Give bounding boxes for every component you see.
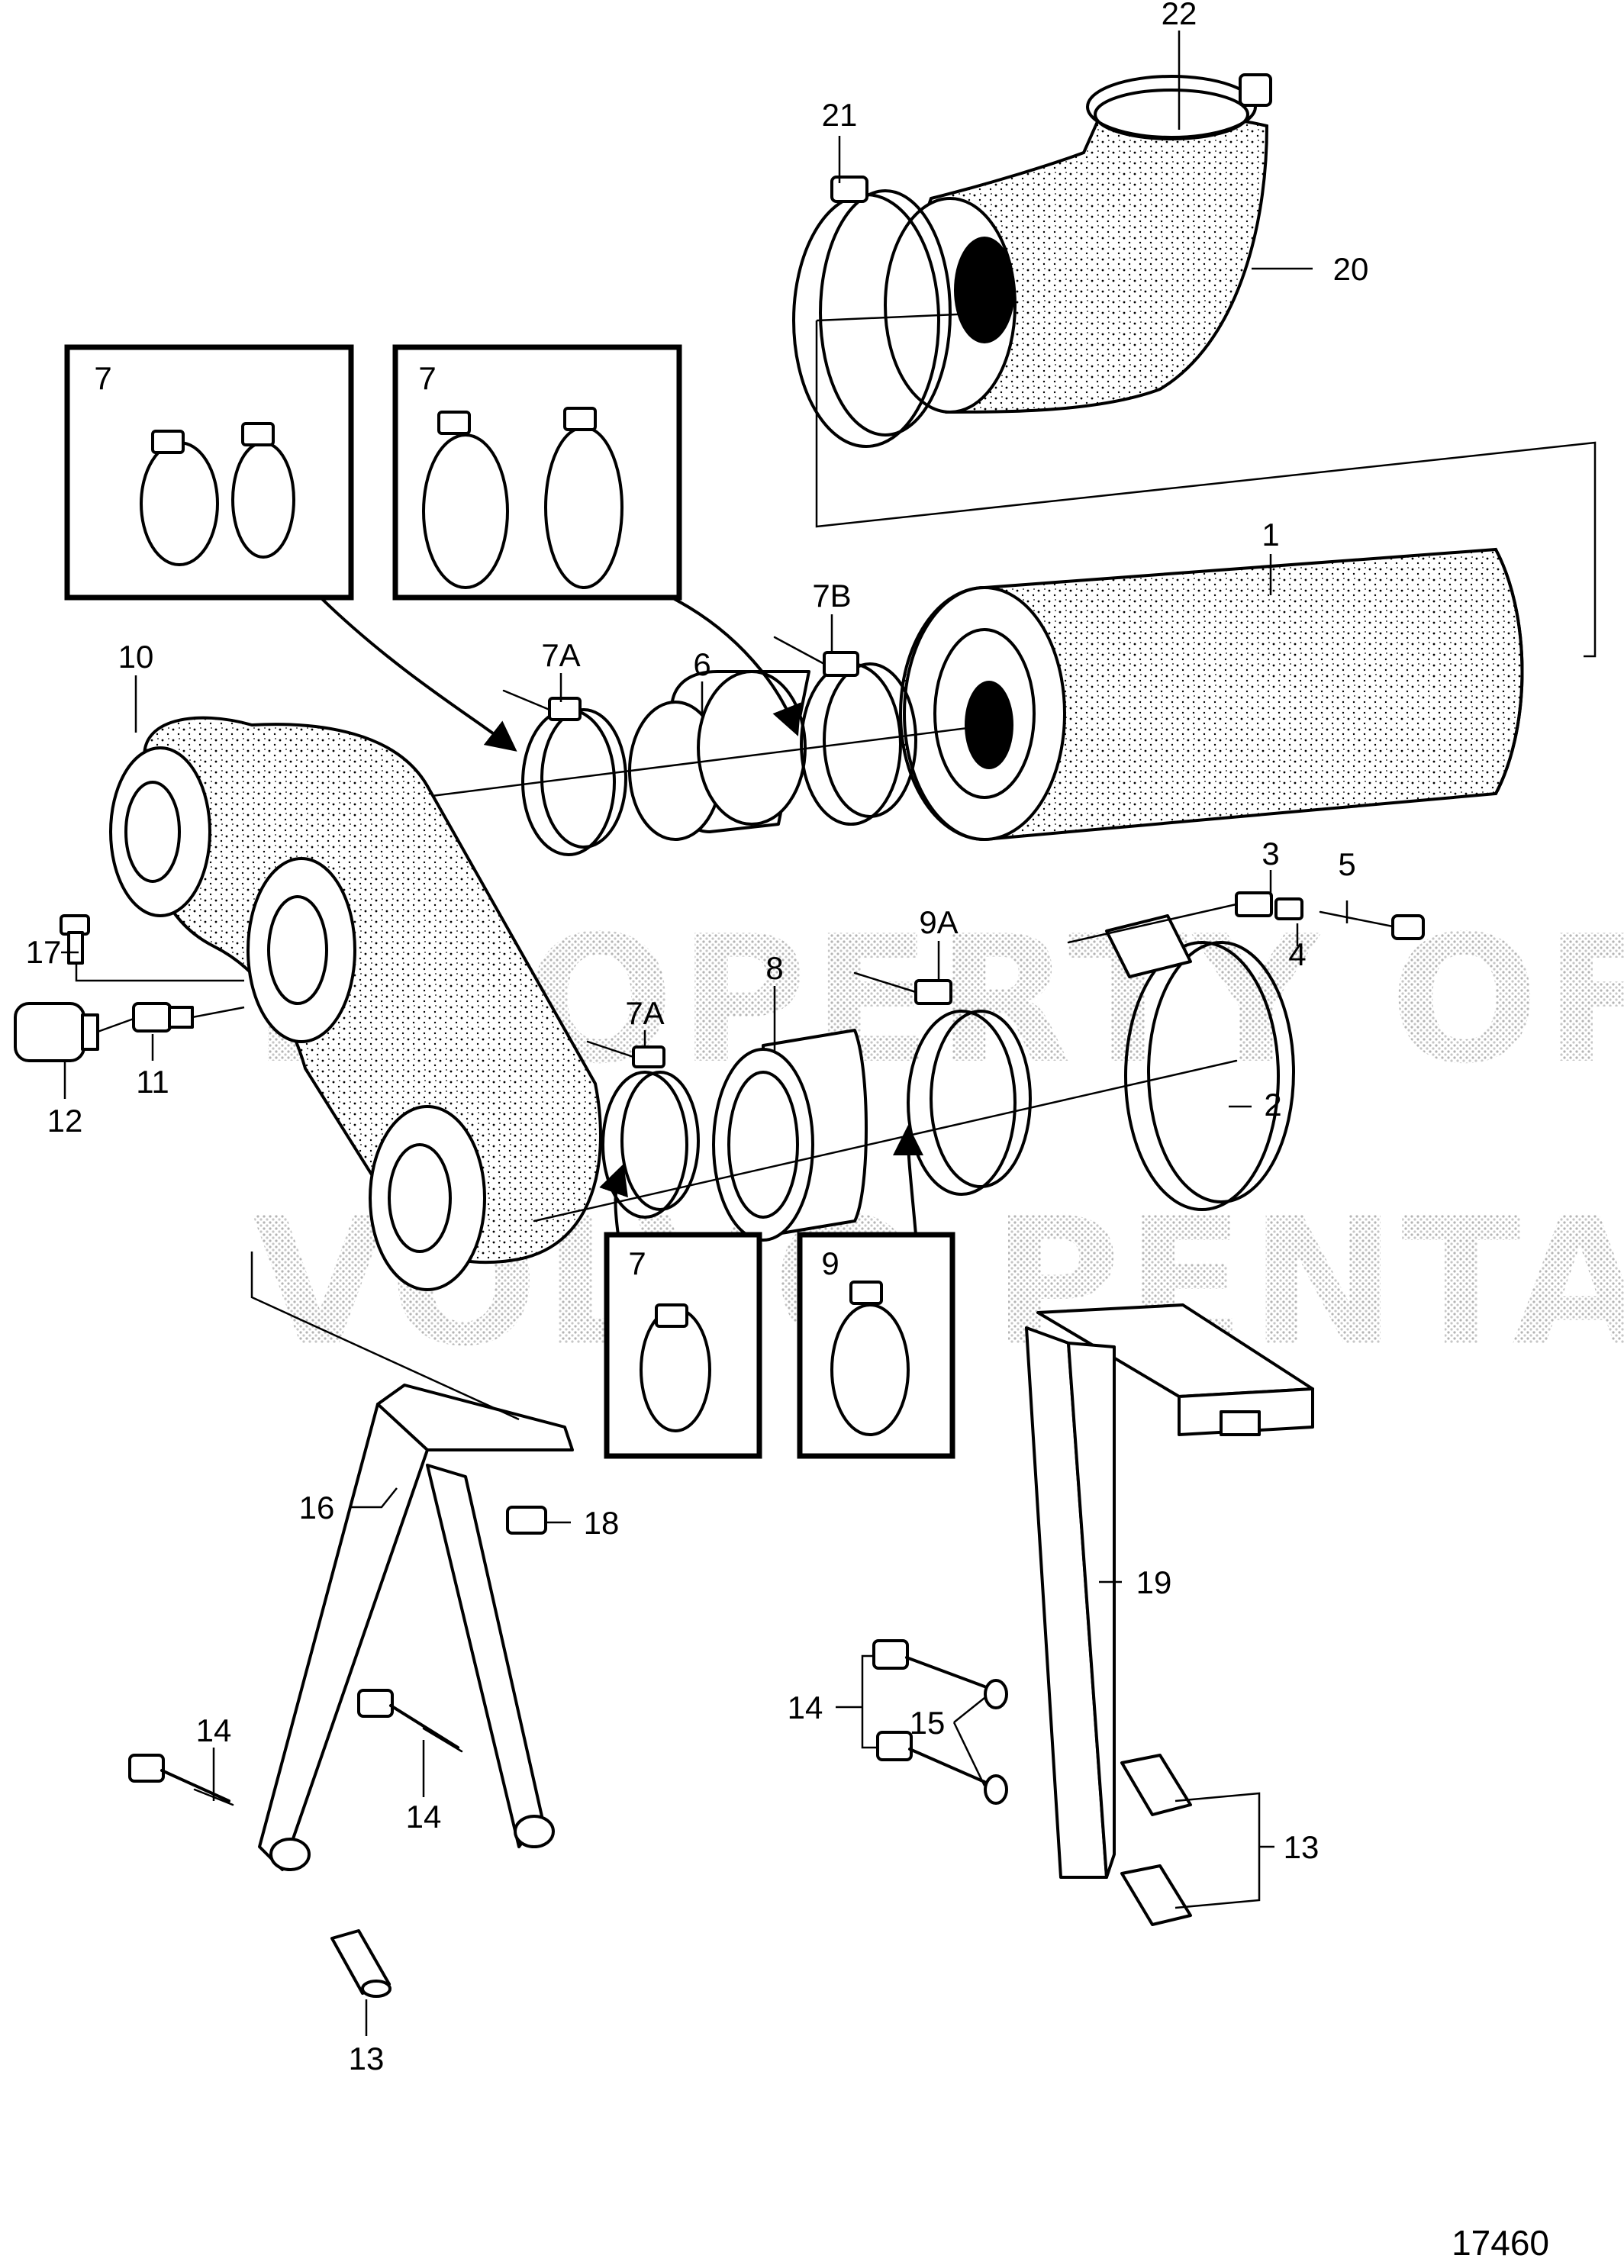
callout-labels: 1 2 3 4 5 6 7A 7A 7B 7 7 7 8 9 9A 10 11 … [26,0,1369,2076]
part-16-bracket [258,1384,574,1871]
callout-9: 9 [821,1245,839,1281]
callout-4: 4 [1288,936,1306,972]
callout-13-right: 13 [1284,1829,1320,1865]
callout-21: 21 [822,97,858,133]
callout-15: 15 [910,1705,946,1741]
callout-16: 16 [299,1490,335,1525]
callout-2: 2 [1264,1087,1281,1123]
document-number: 17460 [1452,2223,1549,2263]
part-12-cap [14,1002,99,1062]
callout-10: 10 [118,639,154,675]
callout-20: 20 [1333,251,1369,287]
callout-5: 5 [1338,846,1355,882]
part-17-bolt [60,914,90,965]
part-14-bolt-right-2 [876,1731,986,1783]
callout-7a-lower: 7A [625,995,664,1031]
part-13-spacer-left [330,1929,392,1998]
callout-19: 19 [1136,1564,1172,1600]
callout-8: 8 [765,950,783,986]
callout-7-box3: 7 [628,1245,646,1281]
part-19-support [1025,1303,1314,1879]
detail-box-3 [604,1232,762,1459]
part-18-nut [506,1506,547,1535]
callout-17: 17 [26,934,62,970]
part-15-washer-1 [984,1679,1008,1709]
part-22-clamp [1086,73,1272,140]
part-6-sleeve [628,670,810,841]
part-15-washer-2 [984,1774,1008,1805]
callout-7-box2: 7 [418,360,436,396]
part-21-clamp [792,176,952,448]
part-13-spacer-right-2 [1120,1864,1192,1926]
callout-14-b: 14 [406,1799,442,1835]
part-14-bolt-right-1 [872,1639,986,1688]
part-13-spacer-right-1 [1120,1754,1192,1816]
detail-box-1 [64,344,354,601]
callout-7a-upper: 7A [541,637,580,673]
part-7b-clamp [773,636,917,826]
callout-6: 6 [693,646,710,682]
callout-12: 12 [47,1103,83,1139]
callout-9a: 9A [919,904,958,940]
part-2-strap [1105,914,1295,1211]
callout-18: 18 [584,1505,620,1541]
part-11-fitting [132,1002,194,1033]
callout-13-left: 13 [349,2041,385,2076]
part-14-bolt-left-1 [128,1754,234,1806]
callout-22: 22 [1162,0,1197,31]
part-3-nut [1235,891,1273,917]
callout-7-box1: 7 [94,360,111,396]
part-7a-lower-clamp [586,1040,700,1219]
callout-14-c: 14 [788,1690,823,1725]
part-5-bolt [1319,910,1425,940]
part-4-washer [1274,897,1303,920]
part-14-bolt-left-2 [357,1689,463,1753]
detail-box-2 [392,344,682,601]
callout-14-a: 14 [196,1712,232,1748]
callout-3: 3 [1262,836,1279,871]
part-8-reducer [712,1029,868,1242]
part-9a-clamp [853,971,1032,1196]
part-10-housing [109,716,602,1291]
callout-7b: 7B [812,578,851,614]
detail-box-4 [797,1232,955,1459]
callout-11: 11 [136,1064,169,1100]
part-7a-upper-clamp [502,689,627,856]
part-1-muffler [899,547,1524,842]
callout-1: 1 [1262,517,1279,553]
